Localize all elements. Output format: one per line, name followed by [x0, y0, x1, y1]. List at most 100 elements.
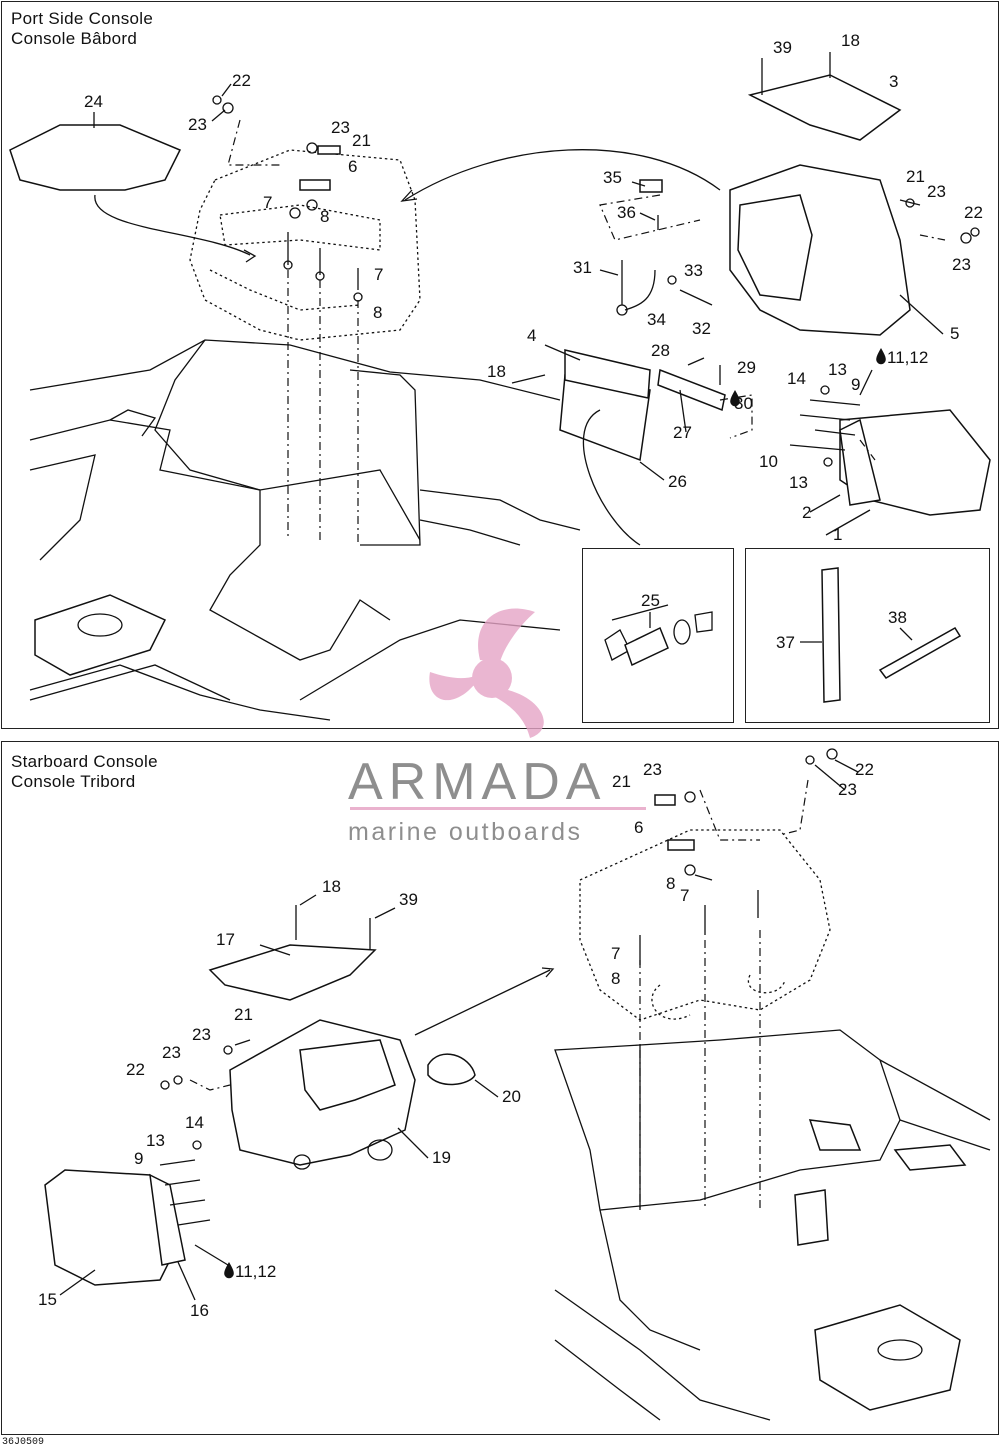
starboard-hull-linework — [554, 1029, 991, 1421]
part-37-38-tools — [821, 567, 962, 703]
callout-23: 23 — [192, 1025, 211, 1044]
callout-20: 20 — [502, 1087, 521, 1106]
callout-32: 32 — [692, 319, 711, 338]
callout-27: 27 — [673, 423, 692, 442]
callout-18: 18 — [487, 362, 506, 381]
callout-25: 25 — [641, 591, 660, 610]
callout-22: 22 — [126, 1060, 145, 1079]
oil-drop-icon — [224, 1262, 234, 1279]
callout-17: 17 — [216, 930, 235, 949]
callout-19: 19 — [432, 1148, 451, 1167]
callout-21: 21 — [612, 772, 631, 791]
callout-14: 14 — [787, 369, 806, 388]
part-5-console — [729, 164, 911, 336]
callout-24: 24 — [84, 92, 103, 111]
callout-6: 6 — [634, 818, 643, 837]
callout-23: 23 — [643, 760, 662, 779]
top-guide-lines — [227, 119, 946, 545]
bottom-fasteners — [159, 748, 838, 1226]
callout-21: 21 — [234, 1005, 253, 1024]
port-title-fr: Console Bâbord — [11, 29, 138, 48]
leader-lines — [59, 83, 944, 1301]
callout-8: 8 — [611, 969, 620, 988]
starboard-title-fr: Console Tribord — [11, 772, 136, 791]
port-hull-linework — [29, 339, 581, 721]
callout-23: 23 — [952, 255, 971, 274]
watermark-divider — [350, 807, 646, 810]
callout-22: 22 — [232, 71, 251, 90]
callout-35: 35 — [603, 168, 622, 187]
callout-7: 7 — [680, 886, 689, 905]
callout-13: 13 — [146, 1131, 165, 1150]
callout-10: 10 — [759, 452, 778, 471]
callout-29: 29 — [737, 358, 756, 377]
port-title-en: Port Side Console — [11, 9, 154, 28]
callout-21: 21 — [352, 131, 371, 150]
callout-26: 26 — [668, 472, 687, 491]
callout-23: 23 — [188, 115, 207, 134]
part-24-lens — [9, 124, 182, 191]
oil-drop-icon — [730, 390, 740, 407]
drawing-code: 36J0509 — [2, 1437, 45, 1448]
callout-9: 9 — [851, 375, 860, 394]
watermark-tagline: marine outboards — [348, 818, 583, 846]
part-20-gasket — [427, 1053, 476, 1086]
callout-1: 1 — [833, 525, 842, 544]
starboard-console-ghost — [579, 779, 831, 1210]
callout-11-12: 11,12 — [235, 1262, 276, 1281]
callout-7: 7 — [374, 265, 383, 284]
callout-36: 36 — [617, 203, 636, 222]
callout-21: 21 — [906, 167, 925, 186]
detail-inset-tools — [745, 548, 990, 723]
callout-11-12: 11,12 — [887, 348, 928, 367]
callout-18: 18 — [841, 31, 860, 50]
callout-23: 23 — [162, 1043, 181, 1062]
callout-31: 31 — [573, 258, 592, 277]
callout-8: 8 — [320, 207, 329, 226]
part-25-drain-plug — [604, 604, 713, 667]
part-4-gasket — [564, 349, 651, 399]
part-1-2-side-panel — [839, 409, 991, 516]
callout-39: 39 — [773, 38, 792, 57]
starboard-console-panel: Starboard Console Console Tribord — [1, 741, 999, 1435]
watermark-brand: ARMADA — [348, 753, 607, 811]
callout-7: 7 — [263, 193, 272, 212]
part-27-strip — [657, 368, 726, 412]
callout-15: 15 — [38, 1290, 57, 1309]
callout-22: 22 — [855, 760, 874, 779]
callout-33: 33 — [684, 261, 703, 280]
callout-3: 3 — [889, 72, 898, 91]
callout-23: 23 — [331, 118, 350, 137]
callout-28: 28 — [651, 341, 670, 360]
callout-18: 18 — [322, 877, 341, 896]
callout-9: 9 — [134, 1149, 143, 1168]
callout-7: 7 — [611, 944, 620, 963]
callout-38: 38 — [888, 608, 907, 627]
callout-23: 23 — [927, 182, 946, 201]
part-17-cover — [208, 944, 377, 1001]
starboard-title-en: Starboard Console — [11, 752, 158, 771]
callout-2: 2 — [802, 503, 811, 522]
top-fasteners — [212, 52, 980, 467]
callout-39: 39 — [399, 890, 418, 909]
callout-14: 14 — [185, 1113, 204, 1132]
callout-13: 13 — [789, 473, 808, 492]
callout-8: 8 — [373, 303, 382, 322]
callout-37: 37 — [776, 633, 795, 652]
callout-23: 23 — [838, 780, 857, 799]
part-19-console — [229, 1019, 416, 1170]
part-15-16-side-panel — [44, 1169, 186, 1286]
callout-6: 6 — [348, 157, 357, 176]
callout-34: 34 — [647, 310, 666, 329]
callout-5: 5 — [950, 324, 959, 343]
callout-22: 22 — [964, 203, 983, 222]
part-3-cover — [747, 74, 902, 141]
oil-drop-icon — [876, 348, 886, 365]
callout-8: 8 — [666, 874, 675, 893]
callout-13: 13 — [828, 360, 847, 379]
callout-16: 16 — [190, 1301, 209, 1320]
callout-4: 4 — [527, 326, 536, 345]
